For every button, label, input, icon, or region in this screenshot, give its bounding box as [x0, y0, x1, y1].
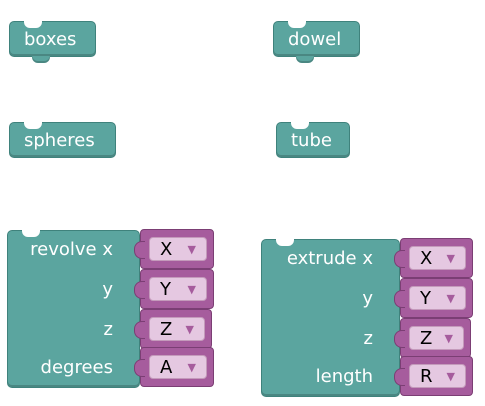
spheres-label: spheres — [24, 130, 95, 151]
chevron-down-icon: ▼ — [187, 361, 196, 374]
extrude-length-dropdown[interactable]: R ▼ — [409, 364, 466, 388]
extrude-x-slot: X ▼ — [394, 238, 473, 278]
extrude-z-dropdown[interactable]: Z ▼ — [409, 326, 464, 350]
boxes-block[interactable]: boxes — [9, 21, 96, 63]
revolve-degrees-dropdown[interactable]: A ▼ — [149, 355, 207, 379]
revolve-y-slot: Y ▼ — [134, 269, 214, 309]
extrude-x-dropdown[interactable]: X ▼ — [409, 246, 466, 270]
extrude-length-slot: R ▼ — [394, 356, 473, 396]
revolve-degrees-label: degrees — [40, 357, 113, 378]
tube-label: tube — [291, 130, 332, 151]
revolve-y-dropdown[interactable]: Y ▼ — [149, 277, 207, 301]
revolve-x-label: revolve x — [30, 239, 113, 260]
extrude-length-label: length — [315, 366, 373, 387]
revolve-x-dropdown[interactable]: X ▼ — [149, 237, 207, 261]
boxes-label: boxes — [24, 29, 77, 50]
extrude-z-label: z — [363, 328, 373, 349]
extrude-block[interactable]: extrude x y z length — [261, 239, 400, 397]
spheres-block[interactable]: spheres — [9, 122, 116, 158]
revolve-x-slot: X ▼ — [134, 229, 214, 269]
chevron-down-icon: ▼ — [446, 252, 455, 265]
chevron-down-icon: ▼ — [446, 370, 455, 383]
extrude-z-slot: Z ▼ — [394, 318, 471, 358]
chevron-down-icon: ▼ — [187, 283, 196, 296]
revolve-block[interactable]: revolve x y z degrees — [7, 230, 140, 388]
revolve-z-dropdown[interactable]: Z ▼ — [149, 317, 205, 341]
extrude-y-slot: Y ▼ — [394, 278, 473, 318]
dowel-block[interactable]: dowel — [273, 21, 360, 63]
dowel-label: dowel — [288, 29, 342, 50]
extrude-y-label: y — [362, 288, 373, 309]
chevron-down-icon: ▼ — [187, 243, 196, 256]
revolve-z-slot: Z ▼ — [134, 309, 212, 349]
chevron-down-icon: ▼ — [185, 323, 194, 336]
revolve-y-label: y — [102, 279, 113, 300]
chevron-down-icon: ▼ — [446, 292, 455, 305]
tube-block[interactable]: tube — [276, 122, 350, 158]
chevron-down-icon: ▼ — [444, 332, 453, 345]
extrude-x-label: extrude x — [286, 248, 373, 269]
extrude-y-dropdown[interactable]: Y ▼ — [409, 286, 466, 310]
revolve-degrees-slot: A ▼ — [134, 347, 214, 387]
revolve-z-label: z — [103, 319, 113, 340]
